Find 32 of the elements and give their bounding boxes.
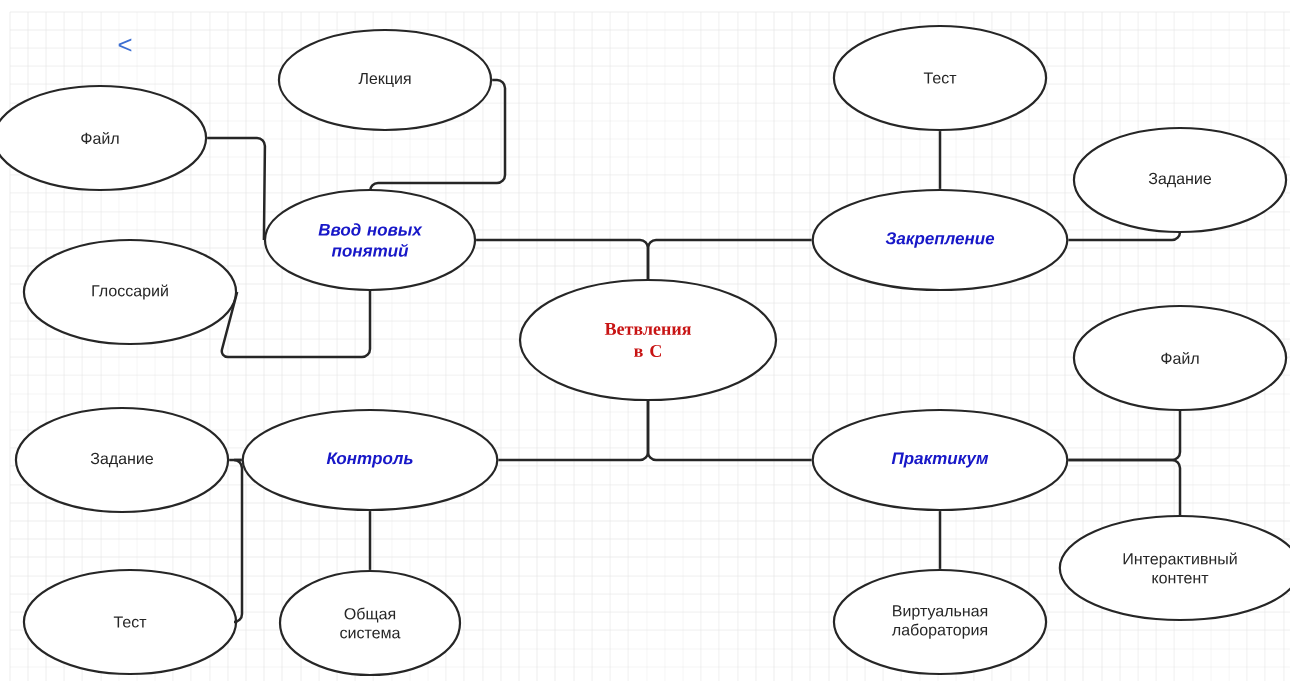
- node-label: Задание: [1148, 172, 1212, 188]
- connector: [1068, 230, 1182, 242]
- ellipse-node: Практикум: [811, 408, 1069, 512]
- node-label: Файл: [1161, 351, 1199, 365]
- connector: [1068, 458, 1182, 515]
- connector: [646, 238, 812, 279]
- connector: [368, 511, 372, 570]
- ellipse-node: Тест: [832, 24, 1048, 132]
- ellipse-node: Файл: [1072, 304, 1288, 412]
- back-chevron: <: [118, 38, 132, 52]
- connector: [646, 401, 812, 462]
- ellipse-node: Глоссарий: [22, 238, 238, 346]
- ellipse-node: Интерактивный контент: [1058, 514, 1290, 622]
- connector: [232, 458, 244, 624]
- ellipse-node: Общая система: [278, 569, 462, 677]
- ellipse-node: Задание: [1072, 126, 1288, 234]
- ellipse-node: Задание: [14, 406, 230, 514]
- node-label: Тест: [113, 616, 147, 628]
- ellipse-node: Ветвления в С: [518, 278, 778, 402]
- node-label: Общая система: [340, 607, 401, 639]
- connector: [938, 511, 942, 569]
- connector: [207, 136, 267, 240]
- ellipse-node: Виртуальная лаборатория: [832, 568, 1048, 676]
- node-label: Виртуальная лаборатория: [891, 605, 988, 639]
- ellipse-node: Лекция: [277, 28, 493, 132]
- connector: [220, 291, 372, 359]
- ellipse-node: Ввод новых понятий: [263, 188, 477, 292]
- ellipse-node: Тест: [22, 568, 238, 676]
- node-label: Интерактивный контент: [1123, 552, 1237, 584]
- connector: [938, 131, 942, 189]
- ellipse-node: Контроль: [241, 408, 499, 512]
- ellipse-node: Закрепление: [811, 188, 1069, 292]
